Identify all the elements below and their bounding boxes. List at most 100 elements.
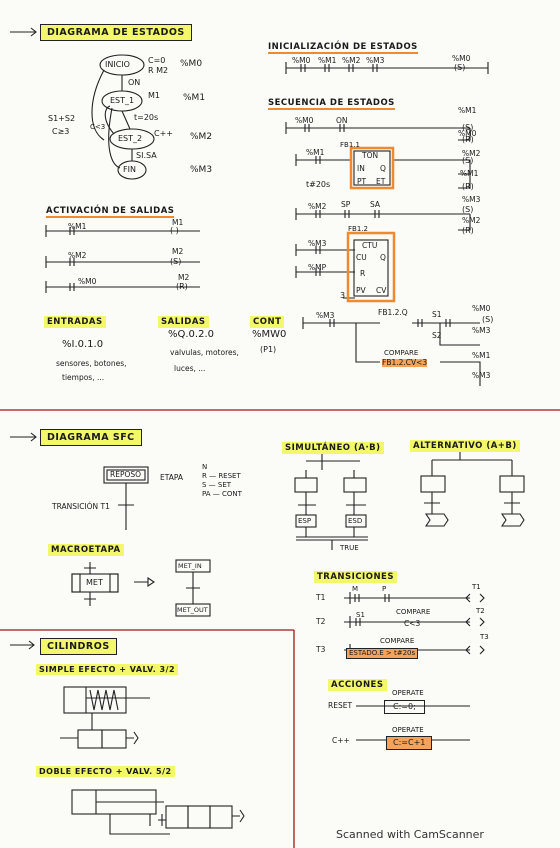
state-diagram-title: DIAGRAMA DE ESTADOS xyxy=(40,24,192,41)
cnt-compare-expr: FB1.2.CV<3 xyxy=(382,358,428,367)
c-lt-3-label: C<3 xyxy=(90,123,106,131)
simultaneous-title: SIMULTÁNEO (A·B) xyxy=(282,442,384,454)
seq-r1-coil-label: %M1 xyxy=(458,106,477,115)
ctu-cv: CV xyxy=(376,286,387,295)
ton-label: TON xyxy=(362,151,379,160)
entradas-address: %I.0.1.0 xyxy=(62,339,104,350)
cylinders-title: CILINDROS xyxy=(40,638,117,655)
cont-address: %MW0 xyxy=(252,329,287,340)
alternative-title: ALTERNATIVO (A+B) xyxy=(410,440,520,452)
seq-r1-coil: (S) xyxy=(462,123,474,132)
init-contact-1: %M0 xyxy=(292,56,311,65)
cont-sub: (P1) xyxy=(260,345,277,354)
tr-t2: T2 xyxy=(316,617,326,626)
state-est2: EST_2 xyxy=(118,134,143,143)
ctu-contact-2: %MP xyxy=(308,263,327,272)
scanner-watermark: Scanned with CamScanner xyxy=(336,828,484,841)
out-r1-coil: ( ) xyxy=(170,226,179,235)
tr-t2-expr: C<3 xyxy=(404,619,421,628)
macro-met: MET xyxy=(86,578,103,587)
ton-pt: PT xyxy=(357,177,367,186)
sim-true: TRUE xyxy=(340,544,359,552)
seq-r1-coil2-label: %M0 xyxy=(458,129,477,138)
init-reset: R M2 xyxy=(148,66,169,75)
ctu-cu: CU xyxy=(356,253,367,262)
out-r3-coil-label: M2 xyxy=(178,273,190,282)
cnt-r1-coil: (S) xyxy=(482,315,494,324)
macro-met-in: MET_IN xyxy=(178,562,202,570)
out-r2-coil: (S) xyxy=(170,257,182,266)
out-r1-contact: %M1 xyxy=(68,222,87,231)
sfc-reposo: REPOSO xyxy=(110,470,142,479)
fb2-label: FB1.2 xyxy=(348,225,368,233)
sim-esd: ESD xyxy=(348,517,363,525)
init-coil-label: %M0 xyxy=(452,54,471,63)
out-r3-contact: %M0 xyxy=(78,277,97,286)
seq-r3-c1: %M2 xyxy=(308,202,327,211)
tr-t1-c1: M xyxy=(352,585,359,593)
cnt-compare: COMPARE xyxy=(384,349,419,357)
cont-heading: CONT xyxy=(250,316,285,328)
salidas-desc-1: valvulas, motores, xyxy=(170,348,239,357)
seq-r2-coil-label: %M2 xyxy=(462,149,481,158)
tr-t1-coil: T1 xyxy=(472,583,481,591)
cnt-m3s: %M3 xyxy=(472,326,491,335)
sfc-transition: TRANSICIÓN T1 xyxy=(52,502,110,511)
m3-address: %M3 xyxy=(190,165,213,175)
transitions-title: TRANSICIONES xyxy=(314,571,397,583)
state-fin: FIN xyxy=(123,165,136,174)
m2-address: %M2 xyxy=(190,132,213,142)
salidas-heading: SALIDAS xyxy=(158,316,209,328)
entradas-desc-1: sensores, botones, xyxy=(56,359,127,368)
cnt-m1s: %M1 xyxy=(472,351,491,360)
init-states-title: INICIALIZACIÓN DE ESTADOS xyxy=(268,42,418,54)
ctu-pv: PV xyxy=(356,286,366,295)
cnt-r1-c2: FB1.2.Q xyxy=(378,308,408,317)
init-contact-4: %M3 xyxy=(366,56,385,65)
tr-t3-coil: T3 xyxy=(480,633,489,641)
double-effect-title: DOBLE EFECTO + VALV. 5/2 xyxy=(36,766,175,777)
act-reset-operate: OPERATE xyxy=(392,689,424,697)
c-ge-3-label: C≥3 xyxy=(52,127,70,136)
ctu-r: R xyxy=(360,269,366,278)
macro-met-out: MET_OUT xyxy=(177,606,208,614)
out-r2-coil-label: M2 xyxy=(172,247,184,256)
seq-r1-coil2: (R) xyxy=(462,135,474,144)
entradas-heading: ENTRADAS xyxy=(44,316,106,328)
seq-r1-c2: ON xyxy=(336,116,348,125)
seq-r3-c2: SP xyxy=(341,200,351,209)
out-r1-coil-label: M1 xyxy=(172,218,184,227)
act-reset: RESET xyxy=(328,701,353,710)
ton-et: ET xyxy=(376,177,386,186)
cnt-r1-coil-label: %M0 xyxy=(472,304,491,313)
ctu-preset: 3 xyxy=(340,291,346,300)
cnt-r1-c1: %M3 xyxy=(316,311,335,320)
entradas-desc-2: tiempos, ... xyxy=(62,373,105,382)
m1-label: M1 xyxy=(148,91,160,100)
tr-t1-c2: P xyxy=(382,585,387,593)
ctu-q: Q xyxy=(380,253,386,262)
out-r2-contact: %M2 xyxy=(68,251,87,260)
on-label: ON xyxy=(128,78,141,87)
tr-t2-contact: S1 xyxy=(356,611,365,619)
sfc-r: R — RESET xyxy=(202,472,241,480)
act-cpp-expr: C:=C+1 xyxy=(386,736,433,750)
fb1-label: FB1.1 xyxy=(340,141,360,149)
act-cpp: C++ xyxy=(332,736,350,745)
init-cond: C=0 xyxy=(148,56,166,65)
sfc-s: S — SET xyxy=(202,481,232,489)
cnt-s2: S2 xyxy=(432,331,442,340)
salidas-desc-2: luces, ... xyxy=(174,364,206,373)
sequence-title: SECUENCIA DE ESTADOS xyxy=(268,98,395,110)
s1s2-label: S1+S2 xyxy=(48,114,76,123)
tr-t1: T1 xyxy=(316,593,326,602)
cnt-m3r: %M3 xyxy=(472,371,491,380)
out-r3-coil: (R) xyxy=(176,282,188,291)
state-est1: EST_1 xyxy=(110,96,135,105)
m1-address: %M1 xyxy=(183,93,206,103)
sfc-n: N xyxy=(202,463,208,471)
seq-r3-coil2: (R) xyxy=(462,226,474,235)
ctu-label: CTU xyxy=(362,241,378,250)
salidas-address: %Q.0.2.0 xyxy=(168,329,214,340)
